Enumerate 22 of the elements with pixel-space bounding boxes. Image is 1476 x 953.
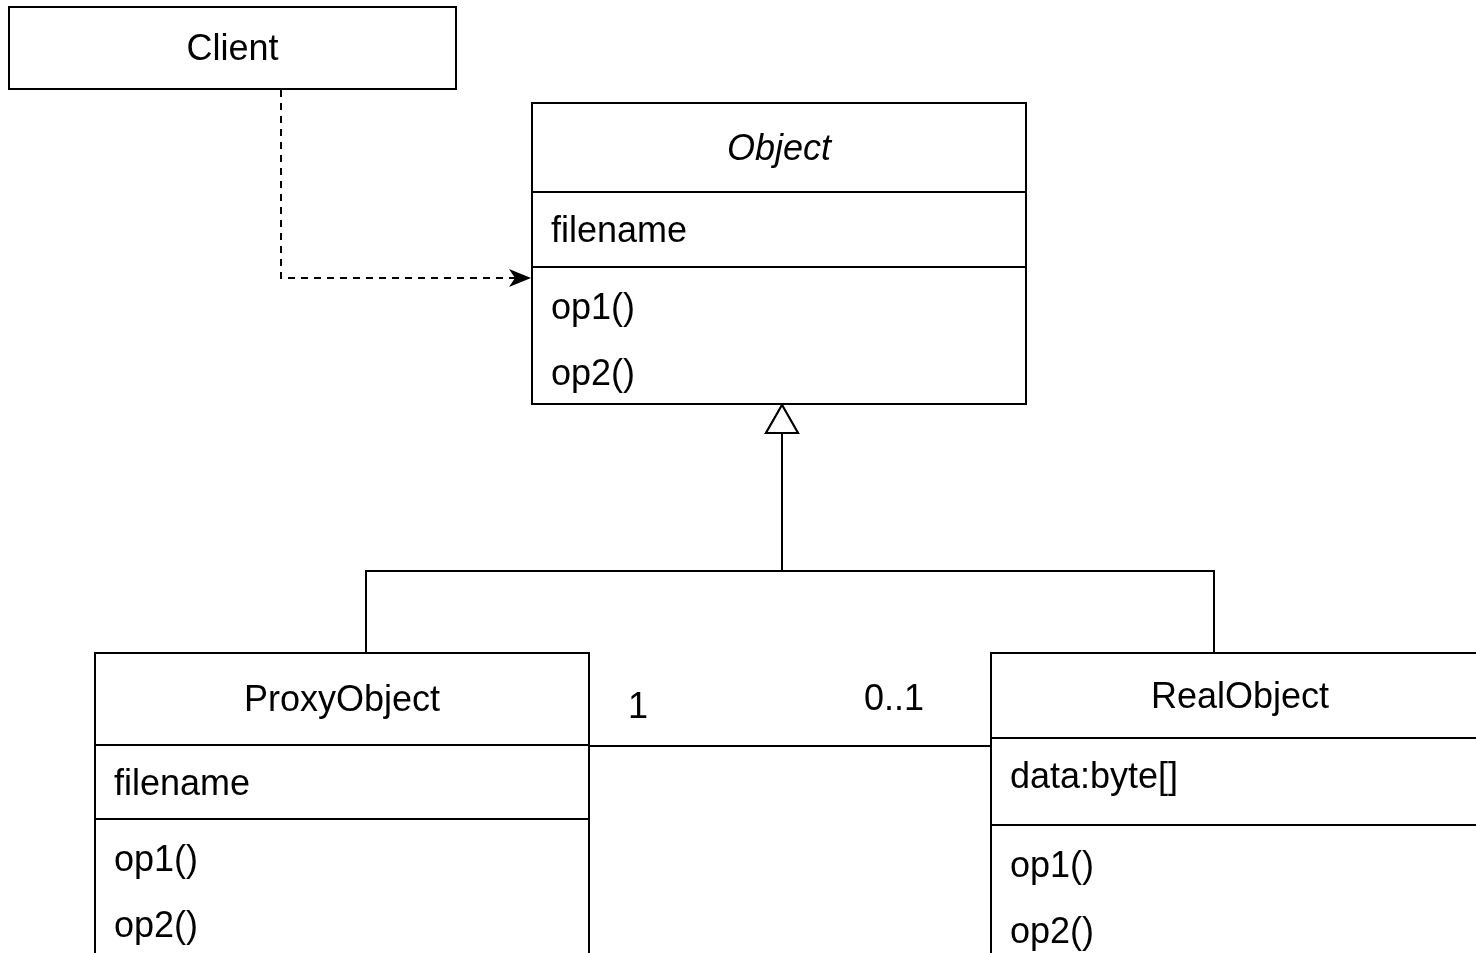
association-line bbox=[589, 745, 991, 747]
multiplicity-label: 0..1 bbox=[864, 676, 925, 720]
attribute-text: filename bbox=[114, 761, 251, 805]
class-box bbox=[94, 652, 590, 953]
class-box bbox=[990, 652, 1476, 953]
operation-text: op1() bbox=[1010, 843, 1095, 887]
inheritance-arrow bbox=[765, 404, 1215, 653]
operation-text: op2() bbox=[1010, 909, 1095, 953]
class-name: ProxyObject bbox=[243, 677, 441, 721]
attribute-text: data:byte[] bbox=[1010, 754, 1179, 798]
class-name: Client bbox=[186, 26, 279, 70]
operation-text: op2() bbox=[114, 903, 199, 947]
class-name: RealObject bbox=[1150, 673, 1330, 718]
class-box bbox=[531, 102, 1027, 405]
multiplicity-label: 1 bbox=[628, 684, 649, 728]
operation-text: op1() bbox=[114, 837, 199, 881]
operation-text: op1() bbox=[551, 285, 636, 329]
operation-text: op2() bbox=[551, 351, 636, 395]
class-box bbox=[8, 6, 457, 90]
class-name: Object bbox=[726, 125, 831, 170]
dependency-arrow bbox=[280, 89, 532, 287]
attribute-text: filename bbox=[551, 208, 688, 252]
